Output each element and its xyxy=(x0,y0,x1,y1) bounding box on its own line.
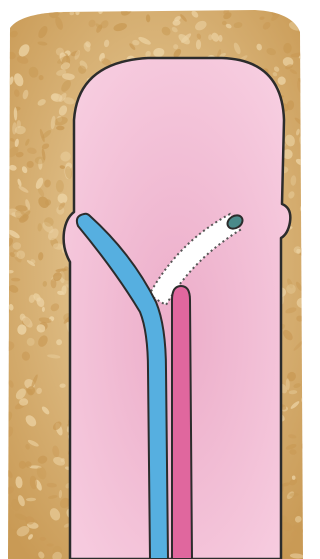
bone-pore xyxy=(305,143,320,156)
bone-pore xyxy=(182,0,192,9)
bone-pore xyxy=(305,480,316,490)
bone-pore xyxy=(296,2,312,18)
bone-pore xyxy=(216,0,228,10)
bone-pore xyxy=(108,3,115,10)
bone-pore xyxy=(120,0,136,10)
bone-pore xyxy=(304,376,310,382)
bone-pore xyxy=(308,219,320,230)
bone-pore xyxy=(308,477,314,487)
pink-tube xyxy=(172,286,192,559)
bone-pore xyxy=(173,2,182,8)
bone-pore xyxy=(307,361,313,366)
bone-pore xyxy=(70,1,80,9)
bone-pore xyxy=(181,1,189,7)
bone-pore xyxy=(305,189,317,194)
bone-pore xyxy=(28,3,41,12)
bone-pore xyxy=(308,465,316,472)
bone-pore xyxy=(311,384,319,398)
bone-pore xyxy=(307,94,317,103)
bone-pore xyxy=(17,120,21,128)
bone-pore xyxy=(90,1,97,7)
bone-pore xyxy=(10,10,16,16)
bone-pore xyxy=(119,1,126,12)
bone-pore xyxy=(306,354,315,363)
bone-pore xyxy=(304,39,313,46)
bone-pore xyxy=(86,2,90,7)
bone-pore xyxy=(197,0,209,6)
bone-pore xyxy=(300,117,312,126)
bone-pore xyxy=(62,0,71,6)
bone-pore xyxy=(4,240,9,254)
bone-pore xyxy=(311,113,317,119)
bone-pore xyxy=(56,126,64,131)
bone-pore xyxy=(287,0,304,12)
bone-pore xyxy=(306,268,312,279)
bone-pore xyxy=(297,0,304,8)
bone-pore xyxy=(238,0,250,10)
bone-pore xyxy=(307,445,315,457)
bone-pore xyxy=(79,0,88,11)
bone-pore xyxy=(311,113,317,121)
bone-pore xyxy=(74,0,89,8)
bone-pore xyxy=(304,487,311,499)
bone-pore xyxy=(306,80,313,88)
bone-pore xyxy=(309,385,320,397)
bone-pore xyxy=(302,478,310,485)
bone-pore xyxy=(308,199,319,210)
bone-pore xyxy=(309,181,315,186)
bone-pore xyxy=(305,471,318,485)
bone-pore xyxy=(3,126,9,137)
